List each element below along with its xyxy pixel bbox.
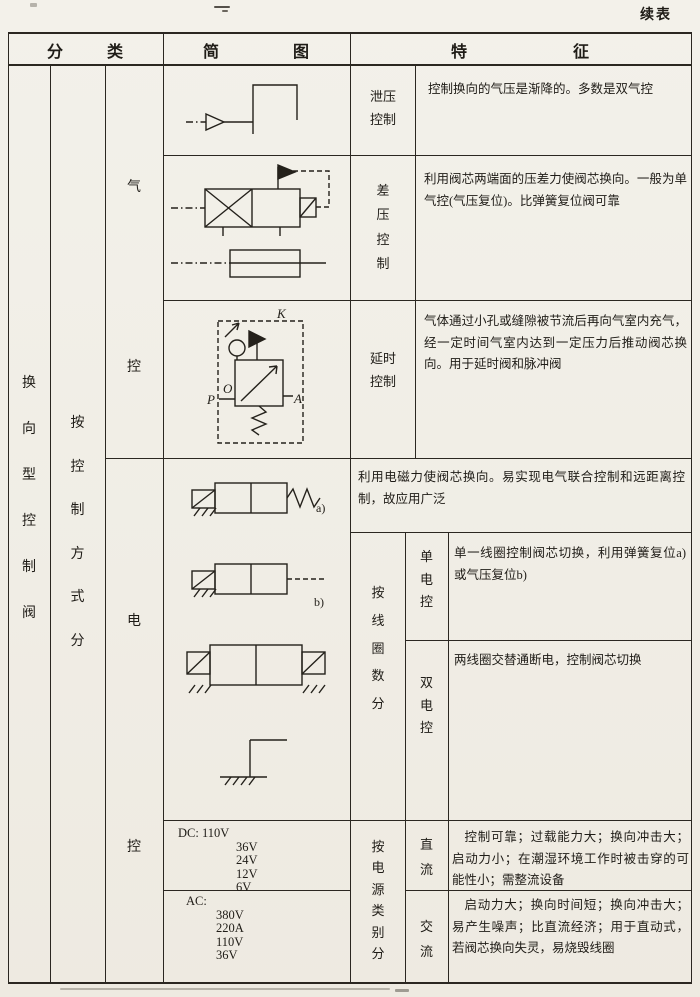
row-label-double-solenoid: 双电控 (419, 675, 433, 735)
row-label-differential: 差压控制 (376, 183, 390, 271)
grid-line (163, 890, 350, 891)
rowgroup-label-pneumatic: 控 (127, 360, 141, 375)
grid-line (405, 532, 406, 982)
single-solenoid-spring-diagram: a) (191, 482, 325, 517)
grid-line (50, 64, 51, 984)
orifice-icon (228, 339, 246, 357)
continued-table-label: 续表 (640, 8, 672, 23)
grid-line (163, 820, 692, 821)
impulse-step-symbol (220, 739, 287, 778)
row-label-dc: 直流 (419, 837, 433, 877)
feature-text-double: 两线圈交替通断电，控制阀芯切换 (454, 653, 642, 667)
rowgroup-label-by-control: 按控制方式分 (70, 416, 85, 649)
ac-voltage-item: 220A (216, 921, 244, 936)
dc-voltage-item: 12V (236, 866, 258, 881)
feature-text-relief: 控制换向的气压是渐降的。多数是双气控 (428, 82, 654, 96)
scan-artifact (60, 988, 390, 990)
flag-icon (277, 163, 297, 181)
port-label-o: O (223, 381, 233, 396)
solenoid-box-left (186, 651, 211, 675)
grid-line (105, 458, 692, 459)
rowgroup-label-electric: 电 (127, 614, 141, 629)
grid-line (163, 155, 692, 156)
row-label-ac: 交流 (419, 919, 433, 959)
ac-voltage-item: 380V (216, 907, 244, 922)
flow-arrow (240, 365, 278, 402)
feature-text-electric-intro: 利用电磁力使阀芯换向。易实现电气联合控制和远距离控制，故应用广泛 (358, 470, 685, 506)
scan-artifact (214, 6, 230, 8)
grid-line (350, 532, 692, 533)
row-label-delay: 延时控制 (369, 351, 396, 389)
mount-hatch (302, 684, 326, 694)
solenoid-box (191, 489, 216, 509)
solenoid-box (191, 570, 216, 590)
grid-line (8, 32, 9, 984)
dc-voltage-item: 24V (236, 853, 258, 868)
dc-voltage-item: 6V (236, 880, 252, 895)
arrow-up (224, 322, 240, 338)
grid-line (691, 32, 692, 984)
port-label-k: K (276, 306, 287, 321)
dashed-enclosure (217, 320, 304, 444)
double-solenoid-diagram (186, 644, 326, 786)
crossed-ports (204, 188, 253, 228)
header-feature: 特 征 (450, 44, 590, 61)
feature-text-dc: 控制可靠；过载能力大；换向冲击大；启动力小；在潮湿环境工作时被击穿的可能性小；需… (452, 830, 689, 887)
spring-icon (286, 487, 321, 509)
dc-voltage-item: DC: 110V (178, 826, 230, 840)
grid-line (163, 300, 692, 301)
scan-artifact (222, 10, 228, 12)
header-diagram: 简 图 (202, 44, 310, 61)
ac-voltage-list: AC: 380V 220A 110V 36V (186, 894, 346, 963)
feature-text-delay: 气体通过小孔或缝隙被节流后再向气室内充气，经一定时间气室内达到一定压力后推动阀芯… (424, 314, 687, 371)
single-solenoid-pilot-diagram: b) (191, 563, 324, 609)
port-label-a: A (293, 391, 302, 406)
grid-line (405, 640, 692, 641)
grid-line (105, 64, 106, 984)
feature-text-ac: 启动力大；换向时间短；换向冲击大；易产生噪声；比直流经济；用于直动式，若阀芯换向… (452, 898, 689, 955)
scan-artifact (30, 3, 37, 7)
rowgroup-label-pneumatic: 气 (127, 180, 141, 195)
relief-control-diagram (186, 84, 298, 134)
port-label-p: P (206, 392, 215, 407)
valve-step-outline (252, 84, 298, 134)
scan-artifact (395, 989, 409, 992)
spring-icon (250, 405, 268, 436)
grid-line (415, 64, 416, 458)
pilot-dashed-line (278, 170, 330, 208)
exhaust-triangle-icon (205, 112, 226, 132)
ac-voltage-item: AC: (186, 894, 207, 908)
differential-control-diagram (171, 163, 330, 278)
dc-voltage-list: DC: 110V 36V 24V 12V 6V (178, 826, 338, 895)
ac-voltage-item: 110V (216, 934, 244, 949)
rowgroup-label-electric: 控 (127, 840, 141, 855)
dc-voltage-item: 36V (236, 839, 258, 854)
group-label-by-coils: 按线圈数分 (371, 585, 385, 711)
grid-line (448, 532, 449, 982)
group-label-by-power: 按电源类别分 (371, 839, 385, 961)
grid-line (350, 32, 351, 984)
solenoid-box-right (301, 651, 326, 675)
delay-control-diagram: K O P A (206, 306, 304, 444)
mount-hatch (193, 507, 217, 517)
mount-hatch (193, 588, 217, 598)
rowgroup-label-valve-type: 换向型控制阀 (22, 376, 36, 621)
grid-line (163, 32, 164, 984)
row-label-relief: 泄压控制 (369, 89, 396, 127)
diagram-label-a: a) (316, 501, 325, 515)
grid-line (405, 890, 692, 891)
mount-hatch (188, 684, 212, 694)
mount-hatch (224, 776, 256, 786)
row-label-single-solenoid: 单电控 (419, 549, 433, 609)
feature-text-single: 单一线圈控制阀芯切换，利用弹簧复位a)或气压复位b) (454, 546, 686, 582)
feature-text-differential: 利用阀芯两端面的压差力使阀芯换向。一般为单气控(气压复位)。比弹簧复位阀可靠 (424, 172, 687, 208)
header-category: 分 类 (46, 44, 124, 61)
ac-voltage-item: 36V (216, 948, 238, 963)
diagram-label-b: b) (314, 595, 324, 609)
